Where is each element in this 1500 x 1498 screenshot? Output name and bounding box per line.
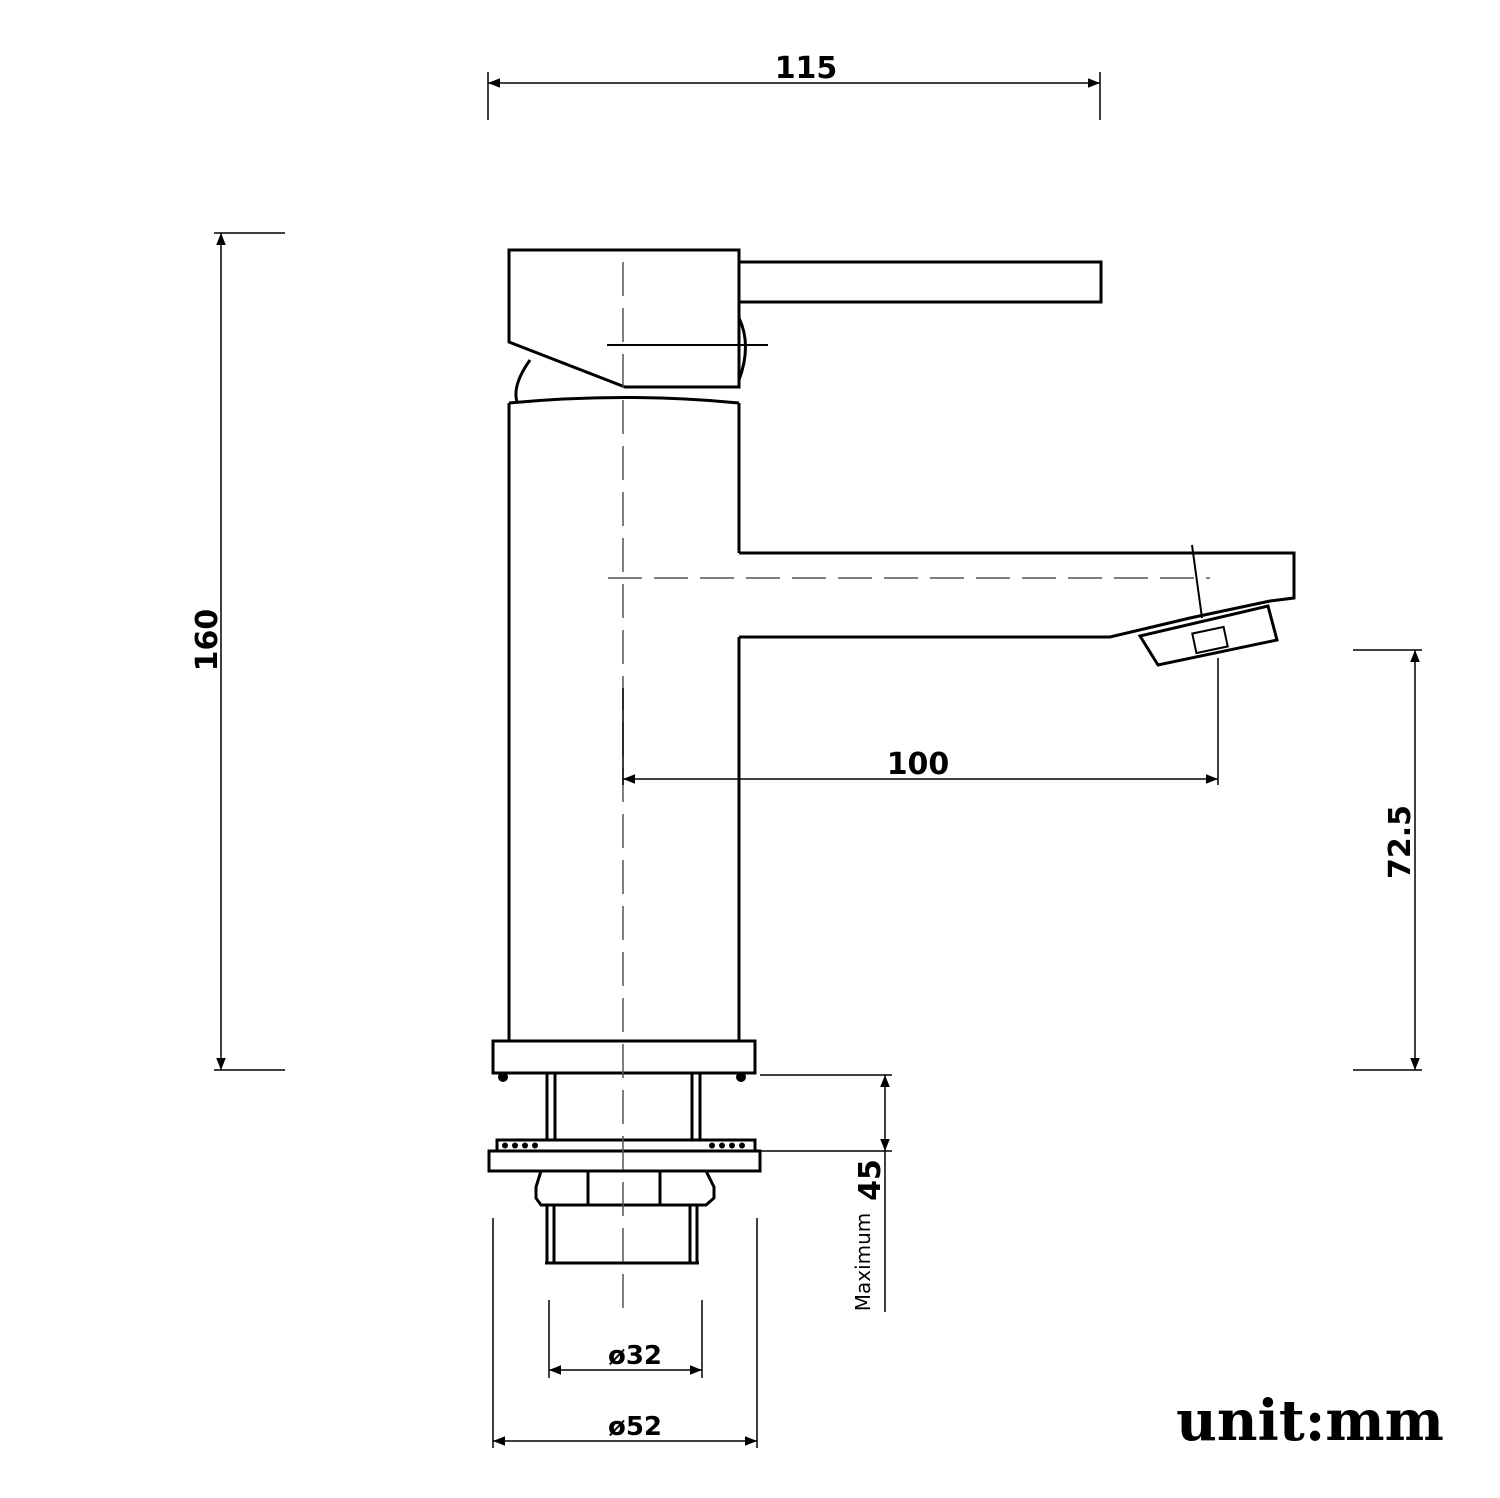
unit-label: unit:mm — [1176, 1388, 1444, 1454]
dimension-overall-height: 160 — [190, 232, 285, 1071]
mounting-plate — [487, 1149, 762, 1173]
dimension-shank-diameter-label: ø32 — [608, 1341, 662, 1371]
rubber-washer — [495, 1138, 757, 1153]
base-flange — [491, 1039, 757, 1082]
faucet-body — [507, 396, 741, 1043]
dimension-overall-width-label: 115 — [775, 51, 838, 86]
lever-handle — [507, 248, 1103, 403]
dimension-spout-height: 72.5 — [1353, 649, 1422, 1071]
dimension-spout-reach: 100 — [622, 658, 1219, 785]
dimension-overall-width: 115 — [487, 51, 1101, 120]
mounting-shank — [545, 1073, 702, 1140]
dimension-base-diameter-label: ø52 — [608, 1412, 662, 1442]
dimension-max-thickness: 45 Maximum — [760, 1074, 892, 1312]
dimension-overall-height-label: 160 — [190, 609, 225, 672]
spout — [608, 544, 1296, 667]
dimension-max-thickness-value: 45 — [853, 1159, 888, 1201]
dimension-spout-reach-label: 100 — [887, 747, 950, 782]
dimension-base-diameter: ø52 — [492, 1218, 758, 1448]
dimension-spout-height-label: 72.5 — [1383, 805, 1418, 879]
threaded-tail — [545, 1205, 699, 1265]
dimension-shank-diameter: ø32 — [548, 1300, 703, 1378]
lock-nut — [534, 1169, 716, 1207]
dimension-max-thickness-label: Maximum — [851, 1213, 875, 1312]
